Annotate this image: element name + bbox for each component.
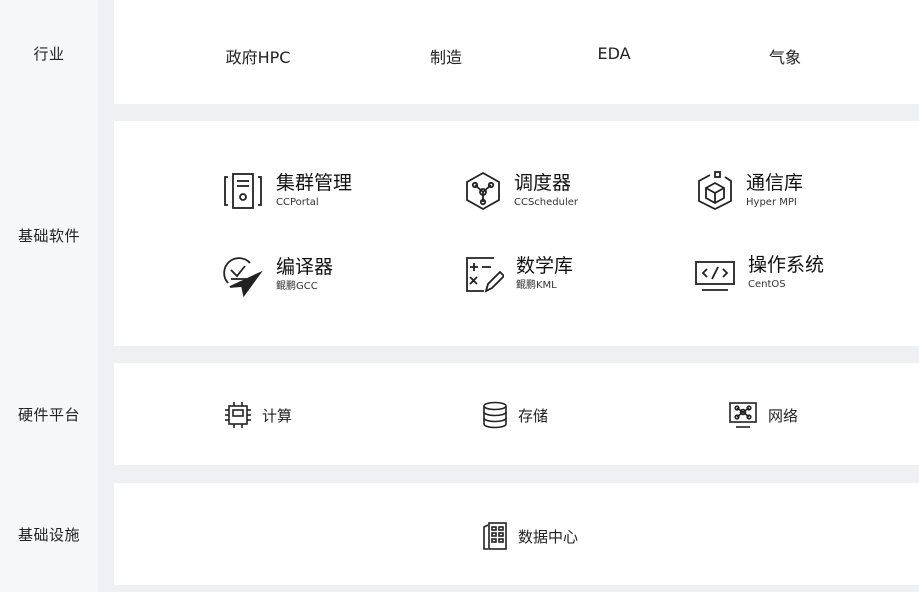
software-subtitle: Hyper MPI — [746, 197, 797, 208]
row-label-hardware: 硬件平台 — [17, 406, 80, 424]
row-label-software: 基础软件 — [17, 227, 80, 245]
hardware-label: 计算 — [262, 406, 293, 425]
row-label-industry: 行业 — [33, 45, 65, 63]
industry-item-meteorology: 气象 — [768, 48, 802, 67]
software-item-math-lib: 数学库 鲲鹏KML — [464, 253, 573, 295]
software-item-scheduler: 调度器 CCScheduler — [464, 171, 578, 211]
software-title: 编译器 — [276, 256, 334, 278]
software-title: 集群管理 — [276, 172, 353, 194]
software-title: 数学库 — [516, 255, 574, 277]
cpu-chip-icon — [224, 401, 252, 429]
hardware-label: 网络 — [768, 406, 799, 425]
software-item-os: 操作系统 CentOS — [694, 253, 824, 293]
server-tower-icon — [222, 171, 264, 211]
software-subtitle: 鲲鹏KML — [516, 280, 557, 291]
industry-item-gov-hpc: 政府HPC — [225, 48, 291, 67]
infra-label: 数据中心 — [518, 527, 579, 546]
row-label-infra: 基础设施 — [17, 526, 80, 544]
hardware-item-network: 网络 — [728, 401, 798, 429]
code-monitor-icon — [694, 253, 736, 293]
software-item-comm-lib: 通信库 Hyper MPI — [696, 171, 803, 211]
infra-panel: 数据中心 — [114, 483, 919, 585]
hardware-label: 存储 — [518, 406, 549, 425]
hardware-panel: 计算 存储 网络 — [114, 363, 919, 465]
industry-panel: 政府HPC 制造 EDA 气象 — [114, 0, 919, 104]
infra-item-datacenter: 数据中心 — [482, 521, 578, 551]
software-subtitle: CCScheduler — [514, 197, 579, 208]
industry-item-eda: EDA — [597, 44, 631, 63]
database-icon — [482, 401, 508, 429]
software-title: 操作系统 — [748, 254, 825, 276]
software-item-compiler: 编译器 鲲鹏GCC — [220, 253, 333, 297]
software-item-cluster-mgmt: 集群管理 CCPortal — [222, 171, 352, 211]
math-notepad-icon — [464, 253, 504, 295]
network-monitor-icon — [728, 401, 758, 429]
cube-hexagon-icon — [696, 171, 734, 211]
hardware-item-compute: 计算 — [224, 401, 292, 429]
industry-item-manufacturing: 制造 — [429, 48, 463, 67]
hexagon-network-icon — [464, 171, 502, 211]
software-subtitle: CentOS — [748, 279, 786, 290]
software-title: 通信库 — [746, 172, 804, 194]
software-title: 调度器 — [514, 172, 572, 194]
hardware-item-storage: 存储 — [482, 401, 548, 429]
compiler-gauge-icon — [220, 253, 264, 297]
software-subtitle: 鲲鹏GCC — [276, 281, 318, 292]
software-subtitle: CCPortal — [276, 197, 319, 208]
software-panel: 集群管理 CCPortal 调度器 CCScheduler — [114, 121, 919, 346]
datacenter-building-icon — [482, 521, 508, 551]
row-label-column — [0, 0, 98, 592]
